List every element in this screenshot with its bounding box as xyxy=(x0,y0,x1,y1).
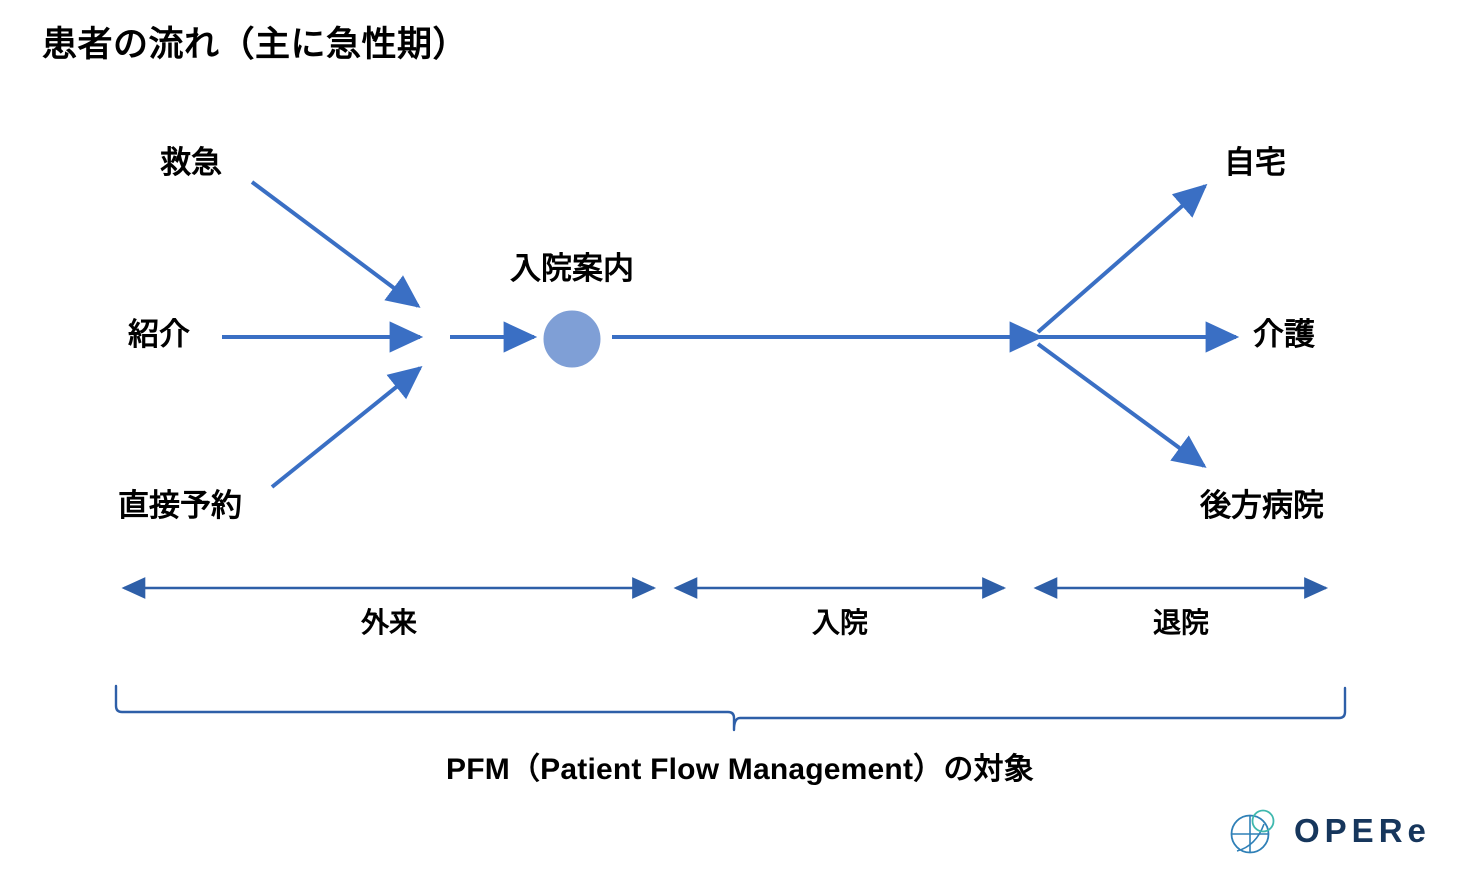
inflow-arrow-emergency xyxy=(250,180,421,308)
phase-label-discharge: 退院 xyxy=(1152,607,1209,638)
outflow-arrow-backup-hospital xyxy=(1036,342,1207,468)
node-label-admission-guidance: 入院案内 xyxy=(510,251,634,286)
phase-label-outpatient: 外来 xyxy=(360,607,417,638)
opere-logo-mark xyxy=(1230,809,1275,854)
scope-bracket xyxy=(114,684,1347,732)
node-label-home: 自宅 xyxy=(1224,145,1286,180)
node-label-direct-booking: 直接予約 xyxy=(118,488,242,523)
phase-label-admission: 入院 xyxy=(811,607,868,638)
node-label-nursing-care: 介護 xyxy=(1253,317,1315,352)
brand-wordmark: OPERe xyxy=(1294,812,1431,849)
inflow-arrow-direct-booking xyxy=(270,365,423,489)
brand-logo: OPERe xyxy=(1228,806,1431,856)
node-label-emergency: 救急 xyxy=(160,145,222,180)
scope-caption: PFM（Patient Flow Management）の対象 xyxy=(446,753,1034,786)
node-label-backup-hospital: 後方病院 xyxy=(1200,488,1324,523)
node-label-referral: 紹介 xyxy=(128,317,190,352)
center-node-circle xyxy=(543,310,601,368)
page-title: 患者の流れ（主に急性期） xyxy=(42,25,469,64)
outflow-arrow-home xyxy=(1036,183,1208,334)
